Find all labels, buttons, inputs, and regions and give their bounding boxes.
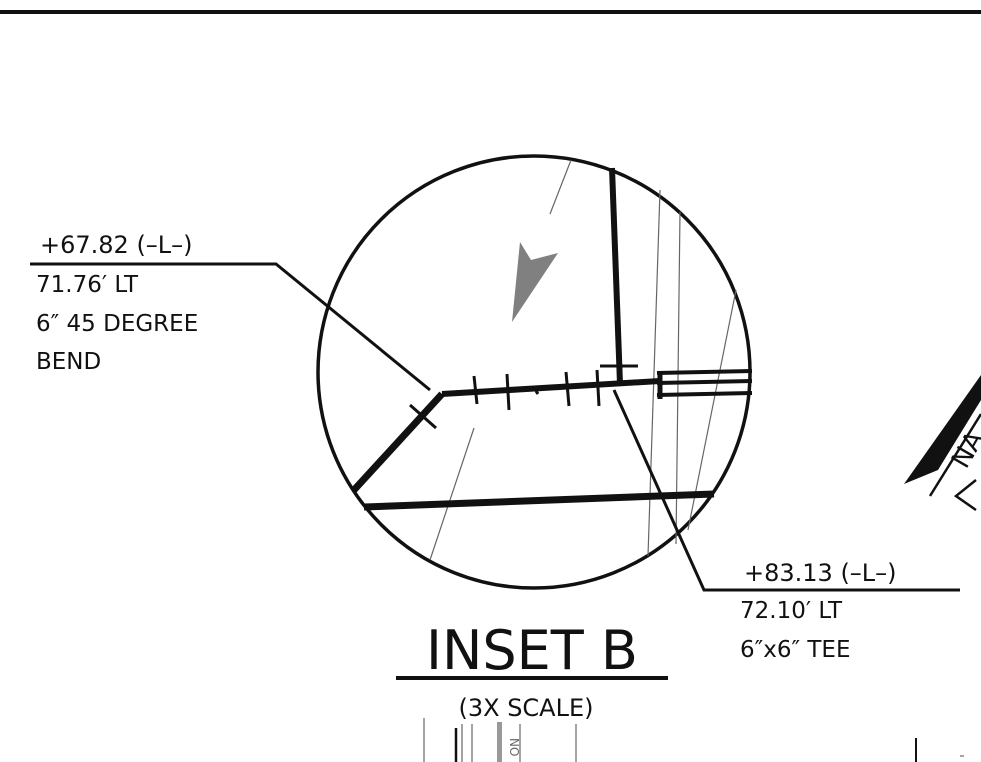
- inset-scale: (3X SCALE): [458, 694, 593, 722]
- inset-title: INSET B: [426, 619, 638, 682]
- left-callout-offset: 71.76′ LT: [36, 272, 139, 298]
- north-arrow-partial-icon: NA: [904, 375, 981, 512]
- left-callout-fitting-line1: 6″ 45 DEGREE: [36, 311, 198, 337]
- water-line: [351, 167, 715, 511]
- right-callout-offset: 72.10′ LT: [740, 598, 843, 624]
- right-callout-fitting: 6″x6″ TEE: [740, 637, 851, 663]
- left-callout-station: +67.82 (–L–): [40, 231, 193, 259]
- right-callout-station: +83.13 (–L–): [744, 559, 897, 587]
- double-pipe: [656, 369, 753, 399]
- pipe-ticks: [409, 364, 638, 430]
- north-arrow-icon: [512, 242, 558, 322]
- right-leader-line: [612, 389, 960, 592]
- bottom-clipped-text: NO: [507, 738, 521, 756]
- bottom-clipped-fragments: [423, 718, 964, 762]
- left-leader-line: [30, 262, 431, 392]
- left-callout-fitting-line2: BEND: [36, 349, 101, 375]
